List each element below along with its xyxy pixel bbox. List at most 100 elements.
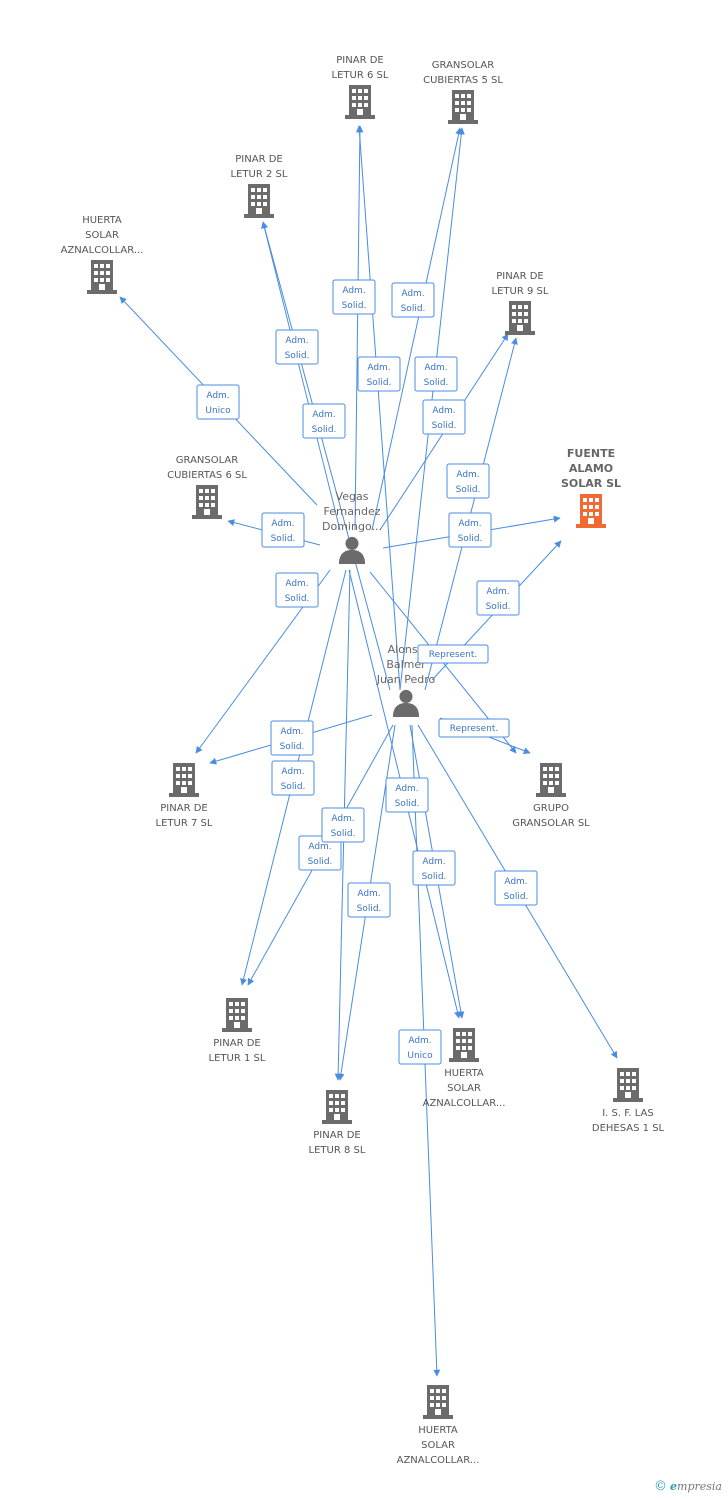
relation-label-box bbox=[270, 720, 314, 756]
relation-label[interactable]: Adm.Solid. bbox=[476, 580, 520, 616]
relation-label-text: Adm. bbox=[486, 587, 509, 597]
relation-label-box bbox=[357, 356, 401, 392]
building-icon bbox=[192, 485, 222, 519]
company-name: GRANSOLAR SL bbox=[512, 818, 590, 829]
relation-label[interactable]: Adm.Solid. bbox=[385, 777, 429, 813]
relation-label-text: Solid. bbox=[504, 892, 529, 902]
relation-label-text: Adm. bbox=[432, 406, 455, 416]
relation-label-text: Adm. bbox=[285, 336, 308, 346]
relation-label-text: Solid. bbox=[367, 378, 392, 388]
relation-label[interactable]: Adm.Solid. bbox=[321, 807, 365, 843]
relation-label[interactable]: Adm.Solid. bbox=[298, 835, 342, 871]
relation-label-box bbox=[476, 580, 520, 616]
company-node[interactable]: GRANSOLAR CUBIERTAS 5 SL bbox=[423, 60, 503, 124]
company-name: PINAR DE bbox=[313, 1130, 360, 1141]
relation-label-text: Solid. bbox=[280, 742, 305, 752]
relation-label-text: Adm. bbox=[357, 889, 380, 899]
company-name: AZNALCOLLAR... bbox=[397, 1455, 480, 1466]
relation-label[interactable]: Adm. Solid. bbox=[275, 329, 319, 365]
relation-label[interactable]: Adm.Solid. bbox=[422, 399, 466, 435]
company-name: SOLAR bbox=[421, 1440, 455, 1451]
relation-label-text: Solid. bbox=[285, 351, 310, 361]
relation-label[interactable]: Adm.Solid. bbox=[414, 356, 458, 392]
relation-label[interactable]: Adm.Solid. bbox=[302, 403, 346, 439]
person-name: Balmer bbox=[386, 658, 426, 671]
relation-label-box bbox=[271, 760, 315, 796]
relation-label[interactable]: Adm.Solid. bbox=[332, 279, 376, 315]
building-icon bbox=[505, 301, 535, 335]
relation-label[interactable]: Adm.Solid. bbox=[391, 282, 435, 318]
relation-label[interactable]: Adm.Solid. bbox=[448, 512, 492, 548]
building-icon bbox=[449, 1028, 479, 1062]
building-icon bbox=[423, 1385, 453, 1419]
relation-label-box bbox=[321, 807, 365, 843]
company-name: CUBIERTAS 6 SL bbox=[167, 470, 247, 481]
company-name: LETUR 1 SL bbox=[209, 1053, 266, 1064]
edge-p1-c3 bbox=[261, 221, 341, 531]
relation-label-text: Adm. bbox=[281, 767, 304, 777]
brand-logo-text: mpresia bbox=[677, 1480, 722, 1493]
relation-label-text: Solid. bbox=[331, 829, 356, 839]
relation-label[interactable]: Adm.Unico bbox=[196, 384, 240, 420]
company-name: I. S. F. LAS bbox=[602, 1108, 654, 1119]
company-name: SOLAR SL bbox=[561, 477, 621, 490]
relation-label[interactable]: Adm.Solid. bbox=[261, 512, 305, 548]
company-name: AZNALCOLLAR... bbox=[61, 245, 144, 256]
building-icon bbox=[613, 1068, 643, 1102]
building-icon bbox=[536, 763, 566, 797]
relation-label[interactable]: Represent. bbox=[417, 644, 489, 664]
relation-label-box bbox=[414, 356, 458, 392]
person-node[interactable]: VegasFernandezDomingo... bbox=[322, 490, 382, 564]
company-name: PINAR DE bbox=[235, 154, 282, 165]
relation-label-box bbox=[398, 1029, 442, 1065]
relation-label[interactable]: Adm.Solid. bbox=[357, 356, 401, 392]
relation-label-box bbox=[385, 777, 429, 813]
relation-label-text: Adm. bbox=[408, 1036, 431, 1046]
company-name: CUBIERTAS 5 SL bbox=[423, 75, 503, 86]
relation-label-box bbox=[347, 882, 391, 918]
company-node[interactable]: HUERTA SOLAR AZNALCOLLAR... bbox=[397, 1385, 480, 1466]
building-icon bbox=[244, 184, 274, 218]
company-node[interactable]: HUERTASOLARAZNALCOLLAR... bbox=[61, 215, 144, 294]
edge-p2-c1 bbox=[355, 125, 401, 691]
relation-label[interactable]: Adm.Solid. bbox=[271, 760, 315, 796]
relation-label[interactable]: Adm.Solid. bbox=[494, 870, 538, 906]
relation-label[interactable]: Adm.Solid. bbox=[270, 720, 314, 756]
company-name: AZNALCOLLAR... bbox=[423, 1098, 506, 1109]
relation-label[interactable]: Adm.Solid. bbox=[347, 882, 391, 918]
relation-label-text: Adm. bbox=[401, 289, 424, 299]
relation-label-box bbox=[261, 512, 305, 548]
company-name: PINAR DE bbox=[496, 271, 543, 282]
relation-label-text: Solid. bbox=[312, 425, 337, 435]
relation-label[interactable]: Represent. bbox=[438, 718, 510, 738]
relation-label-text: Solid. bbox=[456, 485, 481, 495]
edge-p2-c3 bbox=[261, 221, 391, 691]
relation-label-text: Solid. bbox=[395, 799, 420, 809]
company-name: PINAR DE bbox=[336, 55, 383, 66]
relation-label[interactable]: Adm.Solid. bbox=[275, 572, 319, 608]
relation-label[interactable]: Adm.Unico bbox=[398, 1029, 442, 1065]
relation-label-box bbox=[275, 572, 319, 608]
relation-label[interactable]: Adm.Solid. bbox=[412, 850, 456, 886]
company-name: GRANSOLAR bbox=[432, 60, 494, 71]
company-name: HUERTA bbox=[418, 1425, 458, 1436]
relation-labels-layer: Adm. Solid. Adm. Solid. Adm. Solid. Adm. Solid.… bbox=[196, 279, 538, 1065]
relation-label-box bbox=[494, 870, 538, 906]
relation-label-text: Solid. bbox=[458, 534, 483, 544]
brand-logo-initial: e bbox=[670, 1480, 678, 1493]
relation-label[interactable]: Adm.Solid. bbox=[446, 463, 490, 499]
company-node[interactable]: HUERTASOLARAZNALCOLLAR... bbox=[423, 1028, 506, 1109]
